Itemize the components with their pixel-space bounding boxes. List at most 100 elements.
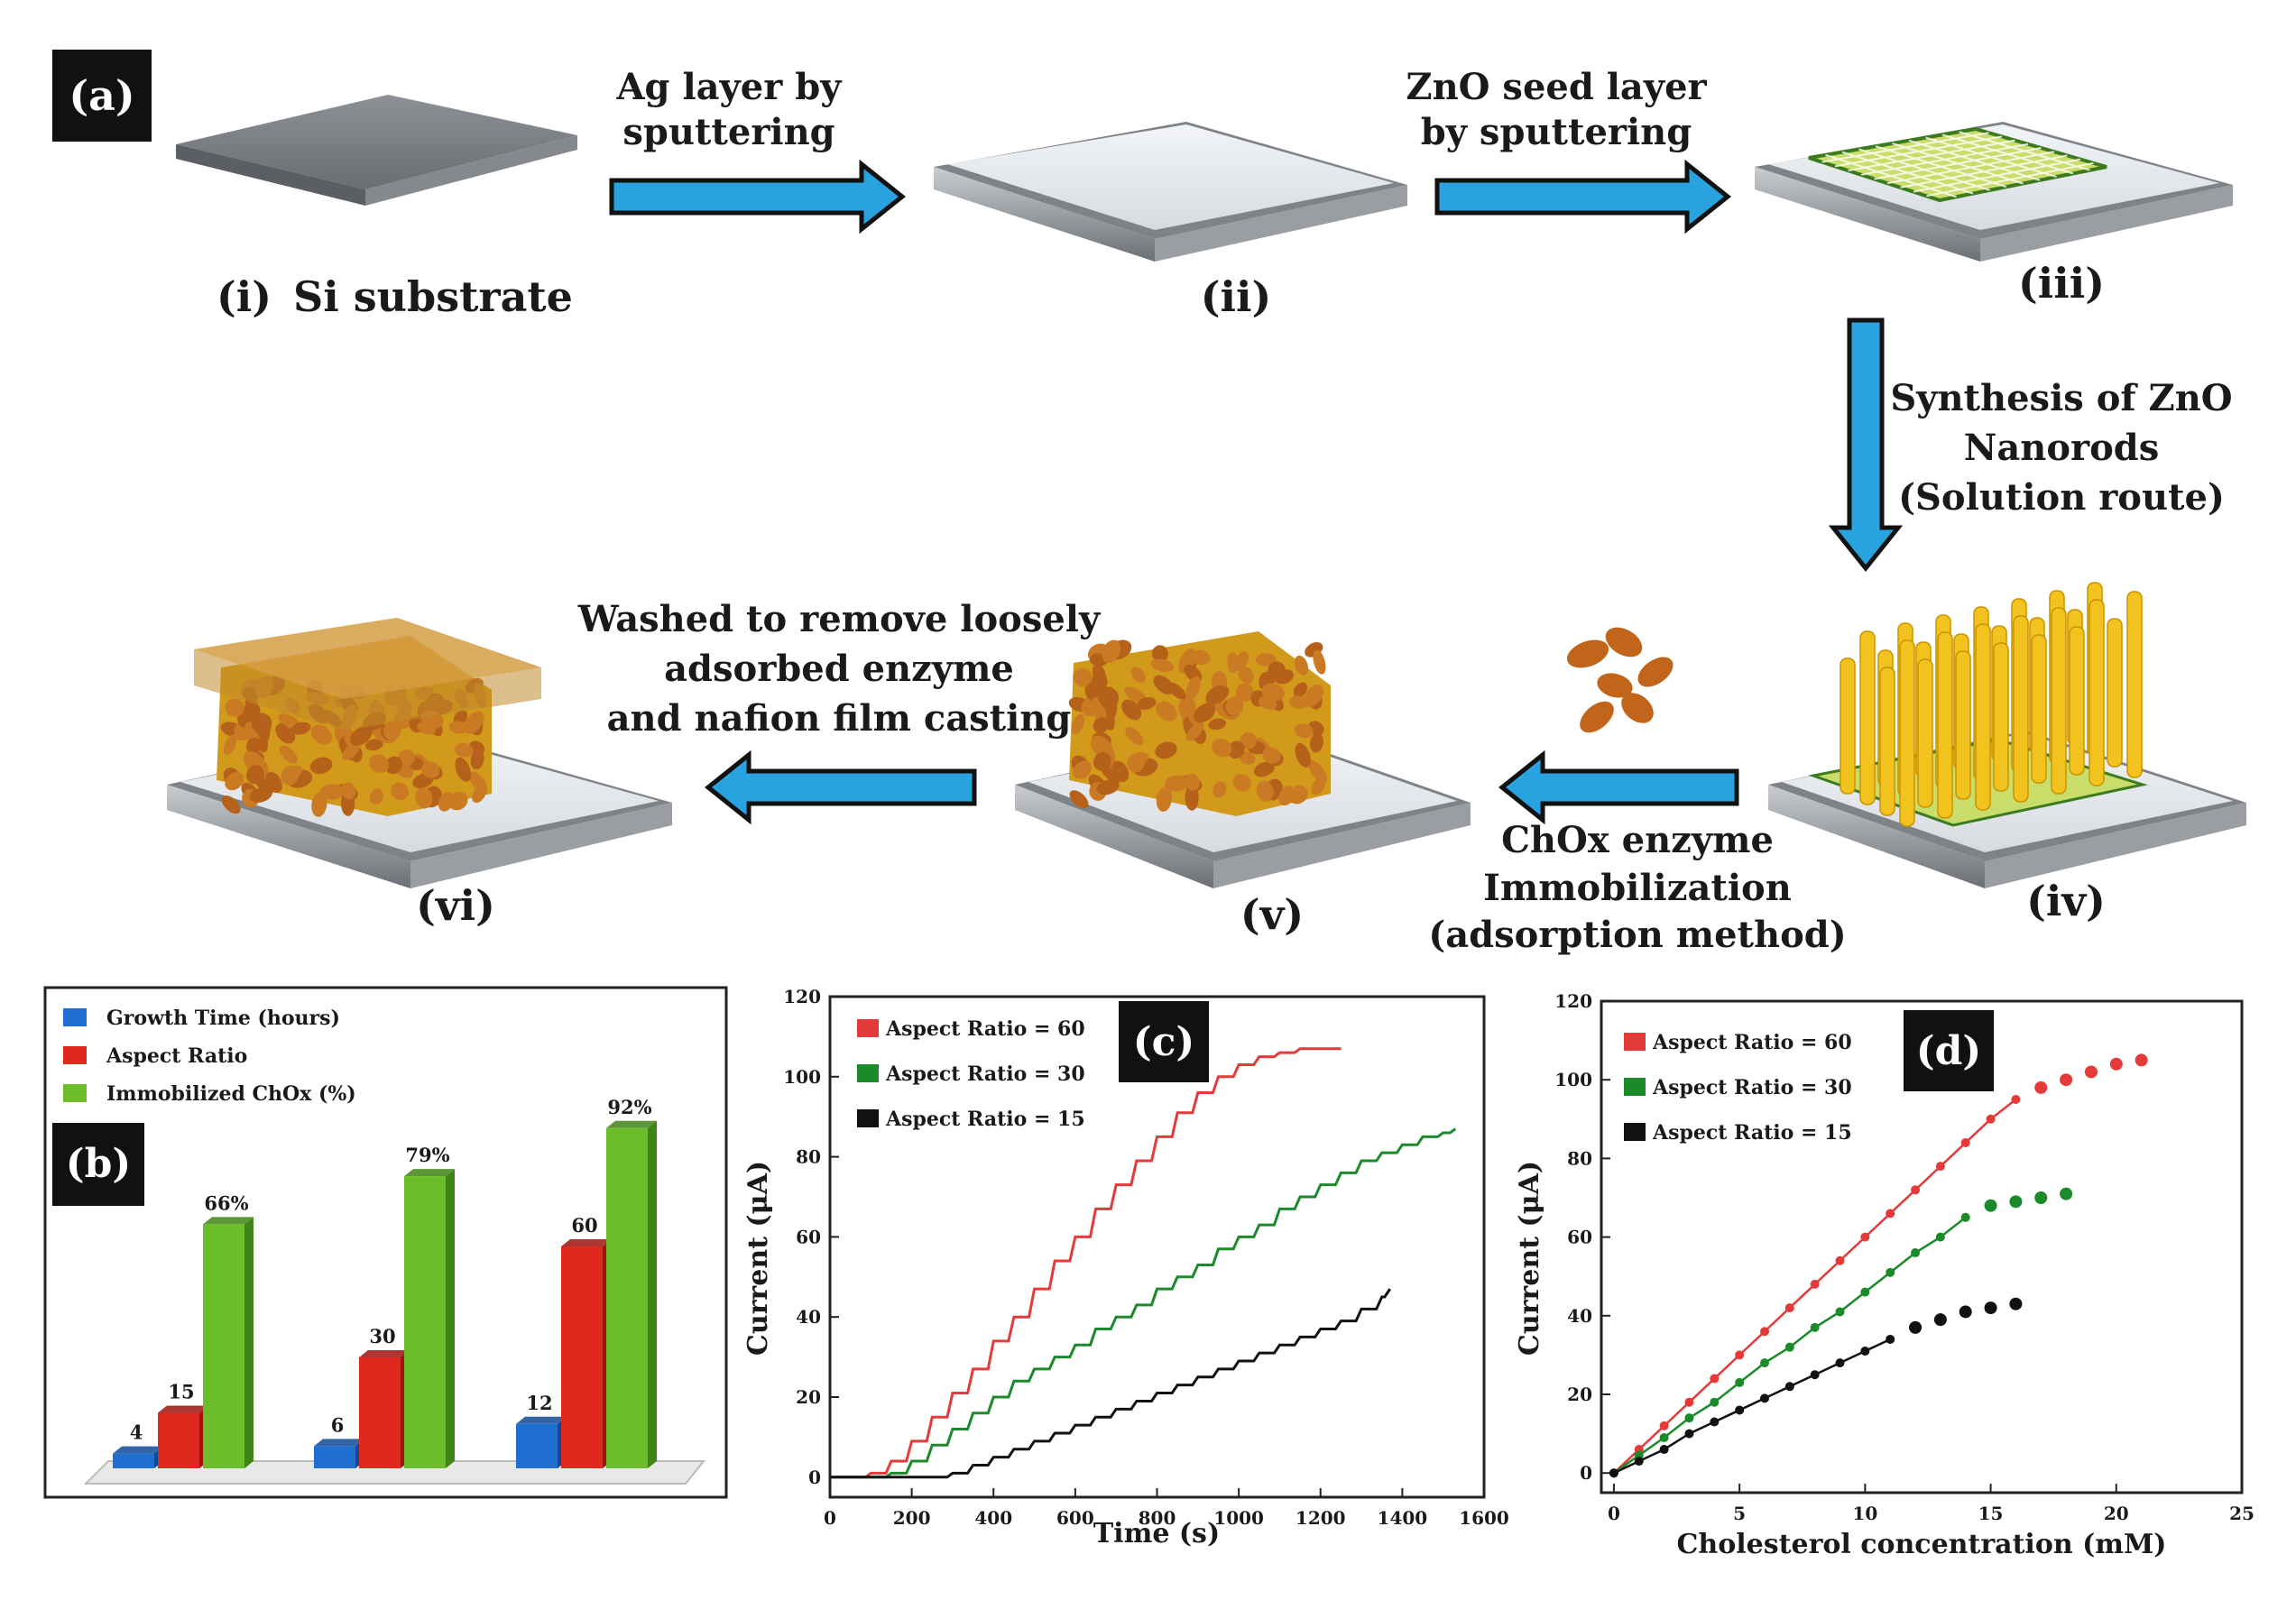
enzyme-blob: [245, 737, 262, 754]
panel-b-tag: (b): [66, 1141, 131, 1187]
data-point: [1860, 1347, 1870, 1356]
data-point: [2009, 1297, 2023, 1310]
enzyme-blob: [309, 757, 333, 775]
bar: [516, 1423, 558, 1468]
nanorod: [2051, 607, 2067, 795]
data-point: [1959, 1305, 1972, 1319]
enzyme-blob: [1313, 649, 1326, 675]
y-tick-label: 100: [1554, 1069, 1592, 1090]
enzyme-blob: [1294, 723, 1314, 739]
enzyme-blob: [464, 711, 484, 734]
data-point: [1835, 1307, 1845, 1317]
data-point: [1960, 1137, 1970, 1147]
enzyme-blob: [369, 788, 383, 805]
nanorod: [2031, 634, 2047, 784]
panel-c-xlabel: Time (s): [1093, 1518, 1220, 1549]
legend-label-chox: Immobilized ChOx (%): [106, 1082, 356, 1106]
enzyme-blob: [246, 765, 264, 785]
enzyme-blob: [1127, 751, 1148, 768]
arrow-1-text-line1: Ag layer by: [616, 66, 844, 108]
panel-c-legend: Aspect Ratio = 60 Aspect Ratio = 30 Aspe…: [857, 1017, 1085, 1131]
bar-value-label: 60: [571, 1214, 597, 1237]
x-tick-label: 0: [1608, 1503, 1620, 1524]
data-point: [1911, 1248, 1921, 1258]
y-tick-label: 80: [1567, 1147, 1592, 1169]
enzyme-blob: [1167, 682, 1186, 700]
data-point: [1759, 1358, 1769, 1368]
enzyme-blob: [223, 734, 237, 755]
data-point: [1735, 1350, 1745, 1360]
data-point: [1784, 1303, 1794, 1313]
enzyme-blob: [391, 782, 410, 800]
panel-d-legend: Aspect Ratio = 60 Aspect Ratio = 30 Aspe…: [1624, 1031, 1852, 1145]
enzyme-blob: [1311, 777, 1326, 795]
enzyme-blob: [1278, 786, 1295, 806]
x-tick-label: 5: [1733, 1503, 1746, 1524]
enzyme-blob: [472, 786, 486, 804]
bar-value-label: 12: [526, 1392, 552, 1414]
data-point: [1684, 1413, 1694, 1423]
enzyme-blob: [221, 795, 241, 814]
nanorod: [2069, 626, 2085, 776]
panel-d-tag-box: [1904, 1010, 1994, 1091]
bar-top: [203, 1217, 254, 1225]
arrow-5-text-line1: Washed to remove loosely: [577, 598, 1102, 640]
enzyme-blob: [1150, 658, 1175, 672]
arrow-5: [704, 749, 977, 825]
data-point: [1886, 1267, 1895, 1277]
enzyme-blob: [1151, 645, 1168, 663]
data-point: [1710, 1397, 1720, 1407]
bar: [606, 1127, 648, 1468]
enzyme-blob: [1308, 760, 1327, 784]
legend-label-growth: Growth Time (hours): [106, 1007, 340, 1030]
x-tick-label: 800: [1139, 1507, 1176, 1529]
enzyme-blob: [1073, 760, 1093, 779]
data-point: [1784, 1342, 1794, 1352]
enzyme-blob: [1123, 686, 1147, 703]
nanorod: [2013, 615, 2029, 803]
x-tick-label: 1000: [1213, 1507, 1264, 1529]
enzyme-blob: [281, 765, 303, 782]
enzyme-blob: [1071, 713, 1085, 734]
enzyme-blob: [1156, 786, 1172, 812]
arrow-2-text-line2: by sputtering: [1421, 111, 1692, 153]
nanorod: [1937, 631, 1953, 819]
bar-top: [516, 1416, 567, 1424]
enzyme-blob: [455, 757, 471, 782]
y-tick-label: 120: [1554, 990, 1592, 1012]
nanorod: [2126, 591, 2143, 778]
data-point: [1609, 1468, 1618, 1478]
legend-d-label-60: Aspect Ratio = 60: [1652, 1031, 1852, 1054]
enzyme-blob: [1193, 703, 1216, 723]
data-point: [1886, 1334, 1895, 1344]
legend-c-label-30: Aspect Ratio = 30: [885, 1062, 1085, 1086]
enzyme-blob: [1185, 773, 1200, 791]
data-point: [1710, 1417, 1720, 1427]
step-ii-ag-plate: [934, 122, 1407, 262]
data-point: [2084, 1065, 2098, 1079]
enzyme-blob: [1121, 699, 1142, 721]
arrow-4-text-line2: Immobilization: [1483, 867, 1792, 909]
y-tick-label: 20: [1567, 1384, 1592, 1405]
enzyme-blob: [1288, 695, 1308, 709]
enzyme-blob: [1239, 750, 1256, 765]
enzyme-blob: [1155, 741, 1177, 759]
nanorod: [2089, 599, 2105, 786]
nanorod: [1975, 623, 1991, 811]
series-line: [830, 1127, 1457, 1479]
arrow-1: [609, 159, 907, 234]
data-point: [1886, 1209, 1895, 1218]
enzyme-blob: [417, 722, 436, 735]
data-point: [2060, 1187, 2073, 1200]
data-point: [2109, 1057, 2123, 1071]
enzyme-blob: [310, 724, 333, 745]
enzyme-blob: [1225, 696, 1244, 716]
enzyme-blob: [1268, 661, 1286, 679]
enzyme-blob: [1093, 751, 1111, 771]
enzyme-blob: [1069, 790, 1089, 809]
data-point: [1935, 1162, 1945, 1172]
data-point: [1810, 1322, 1820, 1332]
enzyme-blob: [1153, 675, 1175, 695]
enzyme-blob: [1304, 685, 1324, 708]
